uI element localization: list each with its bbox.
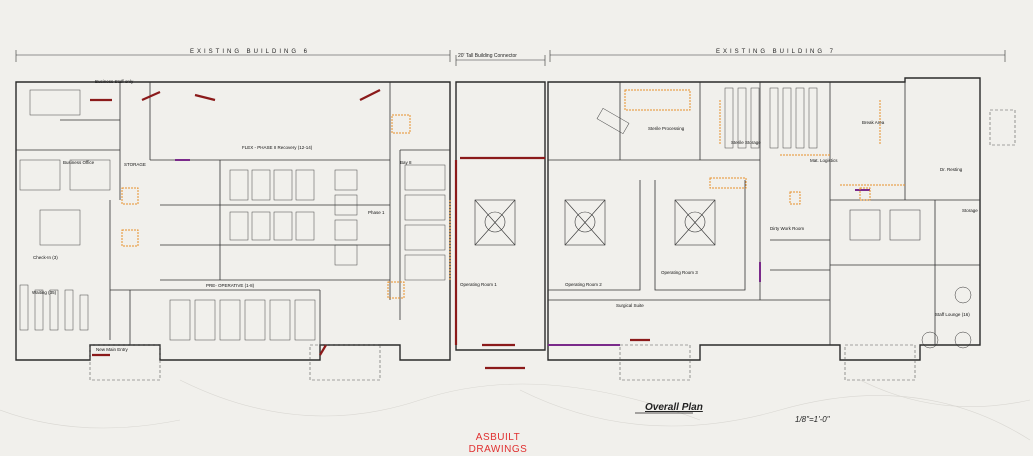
recovery-bays: [169, 164, 446, 341]
room-label-dirty-work: Dirty Work Room: [770, 226, 805, 231]
or-equipment: [474, 199, 716, 246]
room-label-pre-operative: PRE- OPERATIVE (1-8): [206, 283, 255, 288]
connector-label: 20' Tall Building Connector: [458, 53, 517, 59]
room-label-or2: Operating Room 2: [565, 282, 602, 287]
room-label-surgical-suite: Surgical Suite: [616, 303, 644, 308]
storage-shelving: [596, 87, 818, 149]
room-label-staff-lounge: Staff Lounge (16): [935, 312, 970, 317]
interior-walls-right: [547, 82, 980, 345]
accent-walls-purple: [175, 159, 870, 346]
room-label-sterile-storage: Sterile Storage: [731, 140, 761, 145]
accent-outlines-orange: [121, 89, 905, 299]
interior-walls-left: [16, 82, 450, 345]
room-label-storage-right: Storage: [962, 208, 978, 213]
room-label-checkin: Check-In (3): [33, 255, 58, 260]
asbuilt-stamp: ASBUILT DRAWINGS: [468, 432, 528, 456]
room-label-phase1: Phase 1: [368, 210, 385, 215]
room-label-new-main-entry: New Main Entry: [96, 347, 128, 352]
room-label-flex-recovery: FLEX - PHASE II Recovery (12-14): [242, 145, 313, 150]
plan-scale: 1/8"=1'-0": [795, 415, 830, 424]
building-6-label: EXISTING BUILDING 6: [190, 49, 311, 55]
room-label-or1: Operating Room 1: [460, 282, 497, 287]
background-contours: [0, 379, 1031, 441]
building-7-label: EXISTING BUILDING 7: [716, 49, 837, 55]
room-label-waiting: Waiting (35): [32, 290, 57, 295]
lounge-tables: [849, 209, 972, 349]
entry-canopies: [89, 109, 1016, 381]
plan-title: Overall Plan: [645, 402, 703, 413]
accent-walls-red: [90, 89, 650, 370]
stamp-line-2: DRAWINGS: [468, 444, 528, 455]
waiting-seating: [19, 89, 111, 331]
stamp-line-1: ASBUILT: [475, 432, 521, 443]
room-label-business-staff: Business Staff only: [95, 79, 134, 84]
room-label-or3: Operating Room 3: [661, 270, 698, 275]
room-label-storage: STORAGE: [124, 162, 146, 167]
dimension-lines: [15, 50, 1006, 66]
room-label-bay8: Bay 8: [400, 160, 412, 165]
room-label-break-area: Break Area: [862, 120, 885, 125]
room-label-mat-logistics: Mat. Logistics: [810, 158, 838, 163]
room-label-sterile-processing: Sterile Processing: [648, 126, 685, 131]
room-label-business-office: Business Office: [63, 160, 95, 165]
room-label-dr-resting: Dr. Resting: [940, 167, 963, 172]
